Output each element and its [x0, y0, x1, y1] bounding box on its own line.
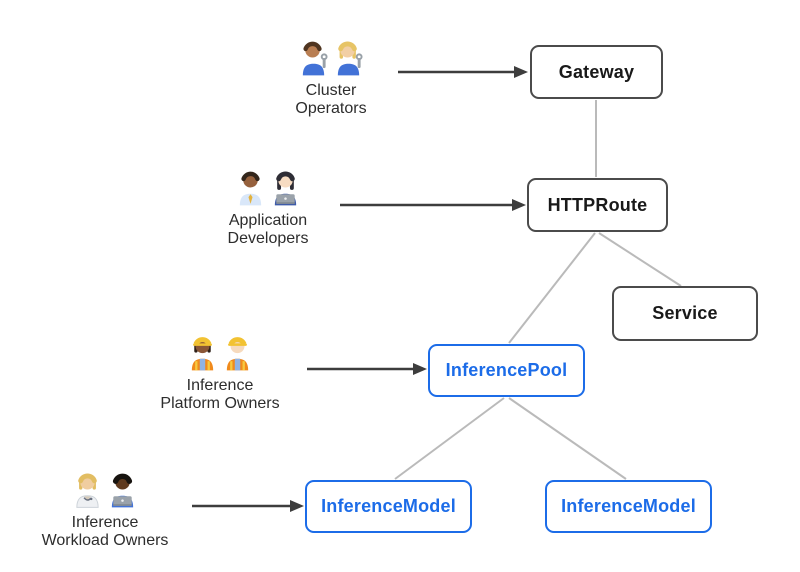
persona-inference-workload-owners: Inference Workload Owners	[5, 468, 205, 550]
edge-inferencepool-inferencemodel-left	[394, 397, 505, 480]
node-httproute-label: HTTPRoute	[547, 194, 648, 215]
inference-workload-owners-icons	[72, 468, 138, 508]
inference-platform-owners-icons	[187, 331, 253, 371]
persona-cluster-operators: Cluster Operators	[231, 36, 431, 118]
caption-line: Cluster	[305, 82, 357, 99]
persona-inference-platform-owners: Inference Platform Owners	[120, 331, 320, 413]
caption-line: Operators	[295, 100, 367, 117]
node-gateway-label: Gateway	[558, 61, 635, 82]
node-inferencemodel-right-label: InferenceModel	[561, 496, 696, 516]
node-inferencepool-label: InferencePool	[445, 360, 568, 380]
man-office-worker-icon	[239, 171, 262, 206]
edge-httproute-service	[598, 232, 682, 287]
inference-workload-owners-caption: Inference Workload Owners	[42, 514, 169, 550]
node-inferencemodel-right: InferenceModel	[545, 480, 712, 533]
woman-technologist-icon	[274, 171, 297, 206]
node-httproute: HTTPRoute	[527, 178, 668, 232]
caption-line: Inference	[186, 377, 254, 394]
node-inferencemodel-left: InferenceModel	[305, 480, 472, 533]
woman-construction-worker-icon	[191, 337, 214, 371]
caption-line: Application	[228, 212, 308, 229]
application-developers-icons	[235, 166, 301, 206]
man-mechanic-icon	[302, 41, 328, 76]
node-service-label: Service	[652, 303, 718, 323]
health-worker-icon	[76, 473, 99, 508]
persona-application-developers: Application Developers	[168, 166, 368, 248]
application-developers-caption: Application Developers	[228, 212, 309, 248]
edge-inferencepool-inferencemodel-right	[508, 397, 627, 480]
caption-line: Platform Owners	[160, 395, 280, 412]
caption-line: Developers	[227, 230, 309, 247]
inference-platform-owners-caption: Inference Platform Owners	[160, 377, 279, 413]
woman-mechanic-icon	[337, 41, 363, 76]
cluster-operators-caption: Cluster Operators	[295, 82, 366, 118]
edge-httproute-inferencepool	[508, 232, 596, 344]
cluster-operators-icons	[298, 36, 364, 76]
caption-line: Workload Owners	[41, 532, 169, 549]
node-service: Service	[612, 286, 758, 341]
node-gateway: Gateway	[530, 45, 663, 99]
man-technologist-icon	[111, 473, 134, 508]
node-inferencemodel-left-label: InferenceModel	[321, 496, 456, 516]
node-inferencepool: InferencePool	[428, 344, 585, 397]
man-construction-worker-icon	[226, 337, 249, 371]
caption-line: Inference	[71, 514, 139, 531]
